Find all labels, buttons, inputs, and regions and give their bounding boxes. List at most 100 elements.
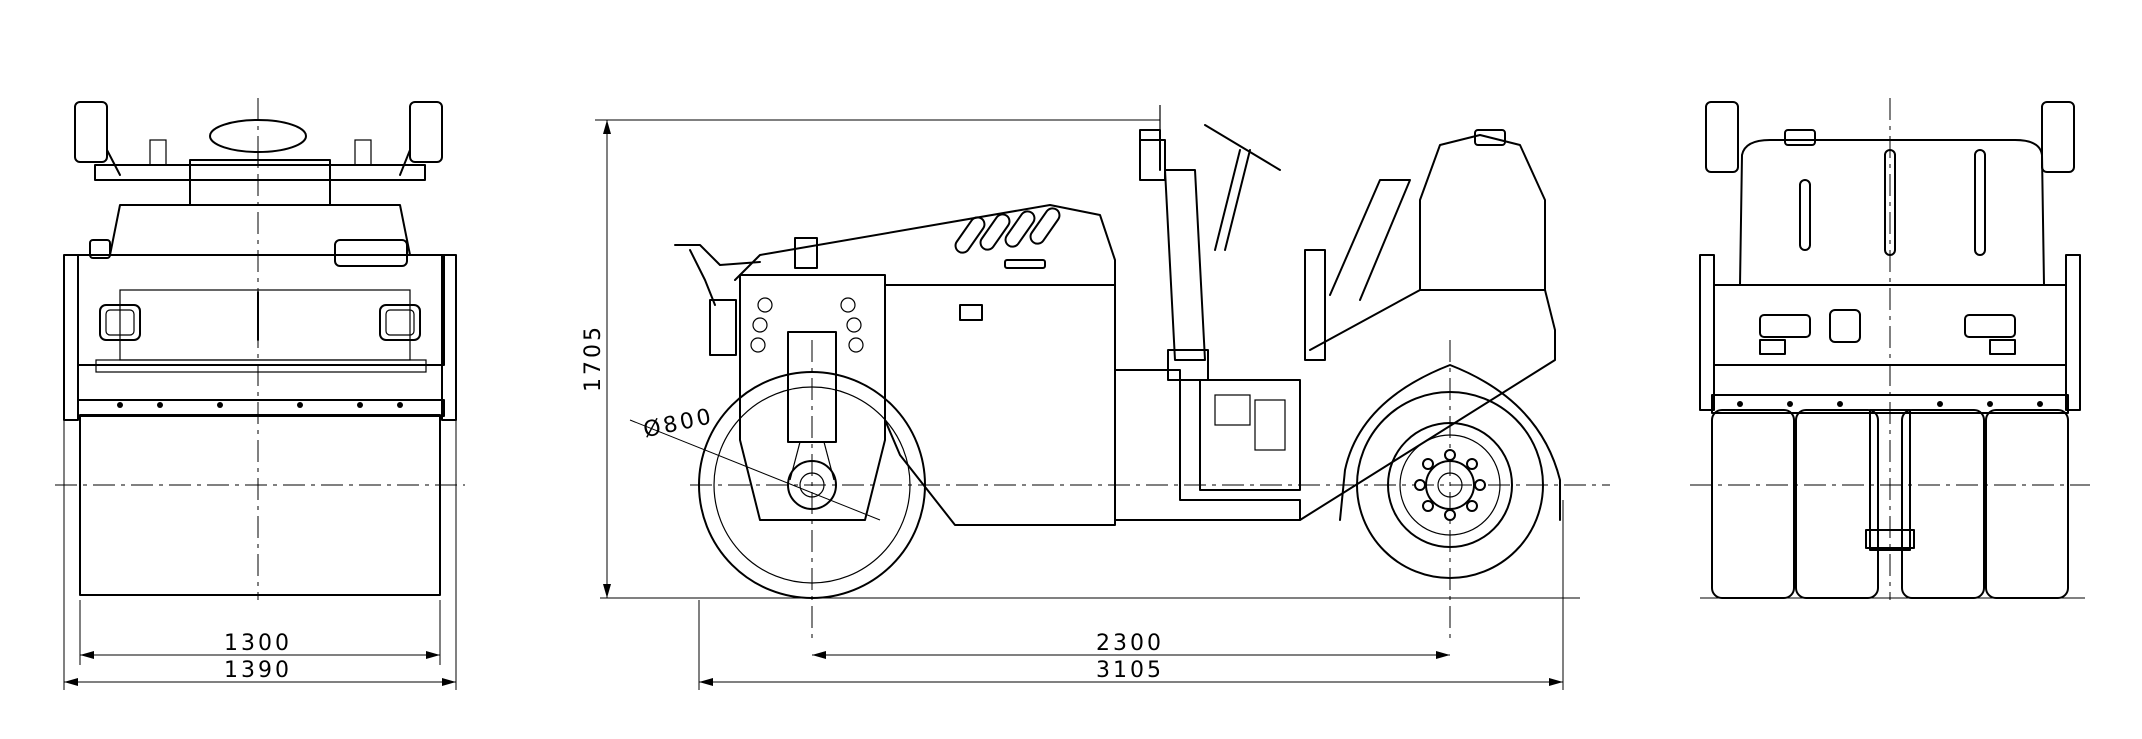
side-column-base [1167, 349, 1209, 381]
front-mirror-arm-left [106, 149, 121, 176]
side-drum-diameter-leader [629, 419, 881, 521]
front-right-side-rail [441, 254, 457, 421]
side-fork-cylinder [787, 331, 837, 443]
rear-center-lamp [1829, 309, 1861, 343]
front-hood [109, 204, 411, 256]
side-dim-arrow [812, 651, 826, 659]
side-fork-hole [752, 317, 768, 333]
side-steering-shaft [1224, 149, 1251, 251]
side-vent-slot [954, 216, 986, 254]
side-lug-nut [1444, 449, 1456, 461]
front-left-side-light [89, 239, 111, 259]
side-fork-hole [848, 337, 864, 353]
side-lug-nut [1422, 500, 1434, 512]
rear-tyre [1711, 409, 1795, 599]
side-front-drum-hub [787, 460, 837, 510]
side-fork-hole [750, 337, 766, 353]
side-lug-nut [1466, 458, 1478, 470]
side-dim-arrow [699, 678, 713, 686]
rear-hitch [1869, 409, 1911, 551]
front-bolt [357, 402, 363, 408]
side-fork-hole [846, 317, 862, 333]
front-seat-block [189, 159, 331, 206]
rear-tyre [1901, 409, 1985, 599]
side-dim-label-wheelbase: 2300 [1096, 631, 1164, 656]
side-steering-wheel [1204, 124, 1281, 171]
rear-right-lower-lamp [1989, 339, 2016, 355]
side-rear-handrail [1329, 179, 1411, 301]
front-left-lever [149, 139, 167, 166]
side-lug-nut [1422, 458, 1434, 470]
rear-hitch-foot [1865, 529, 1915, 549]
side-hood-handle [1004, 259, 1046, 269]
side-tank-cap [1474, 129, 1506, 146]
rear-tank-rib [1884, 149, 1896, 256]
side-lug-nut [1474, 479, 1486, 491]
front-dim-label-1300: 1300 [224, 631, 292, 656]
side-lug-nut [1414, 479, 1426, 491]
front-left-headlight [99, 304, 141, 341]
front-dim-label-1390: 1390 [224, 658, 292, 683]
side-dim-arrow [603, 584, 611, 598]
side-vent-slot [1029, 207, 1061, 245]
side-dim-arrow [603, 120, 611, 134]
side-fork-rod-left [789, 441, 801, 481]
front-dim-arrow [442, 678, 456, 686]
front-side-mirror-small [334, 239, 408, 267]
side-rear-tank [1419, 134, 1546, 291]
side-seat [1139, 129, 1161, 171]
side-rear-rim-inner [1399, 434, 1501, 536]
front-drum-scraper-bar [77, 399, 445, 417]
side-rear-fender [1339, 364, 1561, 521]
side-rear-lug-nuts [1414, 449, 1486, 521]
side-dim-arrow [1549, 678, 1563, 686]
rear-left-side-rail [1699, 254, 1715, 411]
front-view: 1300 1390 [55, 98, 465, 690]
rear-axle-beam [1711, 394, 2069, 414]
side-rear-wheel [1356, 391, 1544, 579]
rear-bolt [1987, 401, 1993, 407]
front-bolt [117, 402, 123, 408]
front-right-headlight-lens [385, 309, 415, 336]
side-fork-rod-right [823, 441, 835, 481]
front-dim-arrow [80, 651, 94, 659]
side-dim-label-overall-length: 3105 [1096, 658, 1164, 683]
front-right-headlight [379, 304, 421, 341]
rear-tyre [1795, 409, 1879, 599]
side-operator-column [1164, 169, 1206, 361]
side-mirror [1139, 139, 1166, 181]
side-front-drum [698, 371, 926, 599]
front-bolt [297, 402, 303, 408]
rear-tyre [1985, 409, 2069, 599]
side-engine-block [1199, 379, 1301, 491]
rear-bolt [1737, 401, 1743, 407]
rear-left-mirror [1705, 101, 1739, 173]
front-right-lever [354, 139, 372, 166]
side-rear-rim [1387, 422, 1513, 548]
front-dim-arrow [64, 678, 78, 686]
side-hood-logo [959, 304, 983, 321]
rear-bolt [1937, 401, 1943, 407]
rear-right-mirror [2041, 101, 2075, 173]
side-drum-fork [739, 274, 886, 521]
front-bolt [157, 402, 163, 408]
side-center-frame [1114, 369, 1301, 521]
side-rear-hub-inner [1437, 472, 1463, 498]
side-dim-label-height: 1705 [581, 324, 606, 392]
front-left-headlight-lens [105, 309, 135, 336]
side-lug-nut [1444, 509, 1456, 521]
side-steering-shaft-2 [1214, 149, 1241, 251]
front-left-side-rail [63, 254, 79, 421]
side-front-step [709, 299, 737, 356]
rear-tank [1739, 139, 2045, 286]
rear-left-lower-lamp [1759, 339, 1786, 355]
side-front-handrail-post [689, 249, 716, 306]
side-vent-slot [979, 213, 1011, 251]
side-fork-hole [757, 297, 773, 313]
side-front-hood [734, 204, 1116, 526]
front-bolt [217, 402, 223, 408]
front-right-mirror [409, 101, 443, 163]
front-bolt [397, 402, 403, 408]
rear-tank-rib [1799, 179, 1811, 251]
